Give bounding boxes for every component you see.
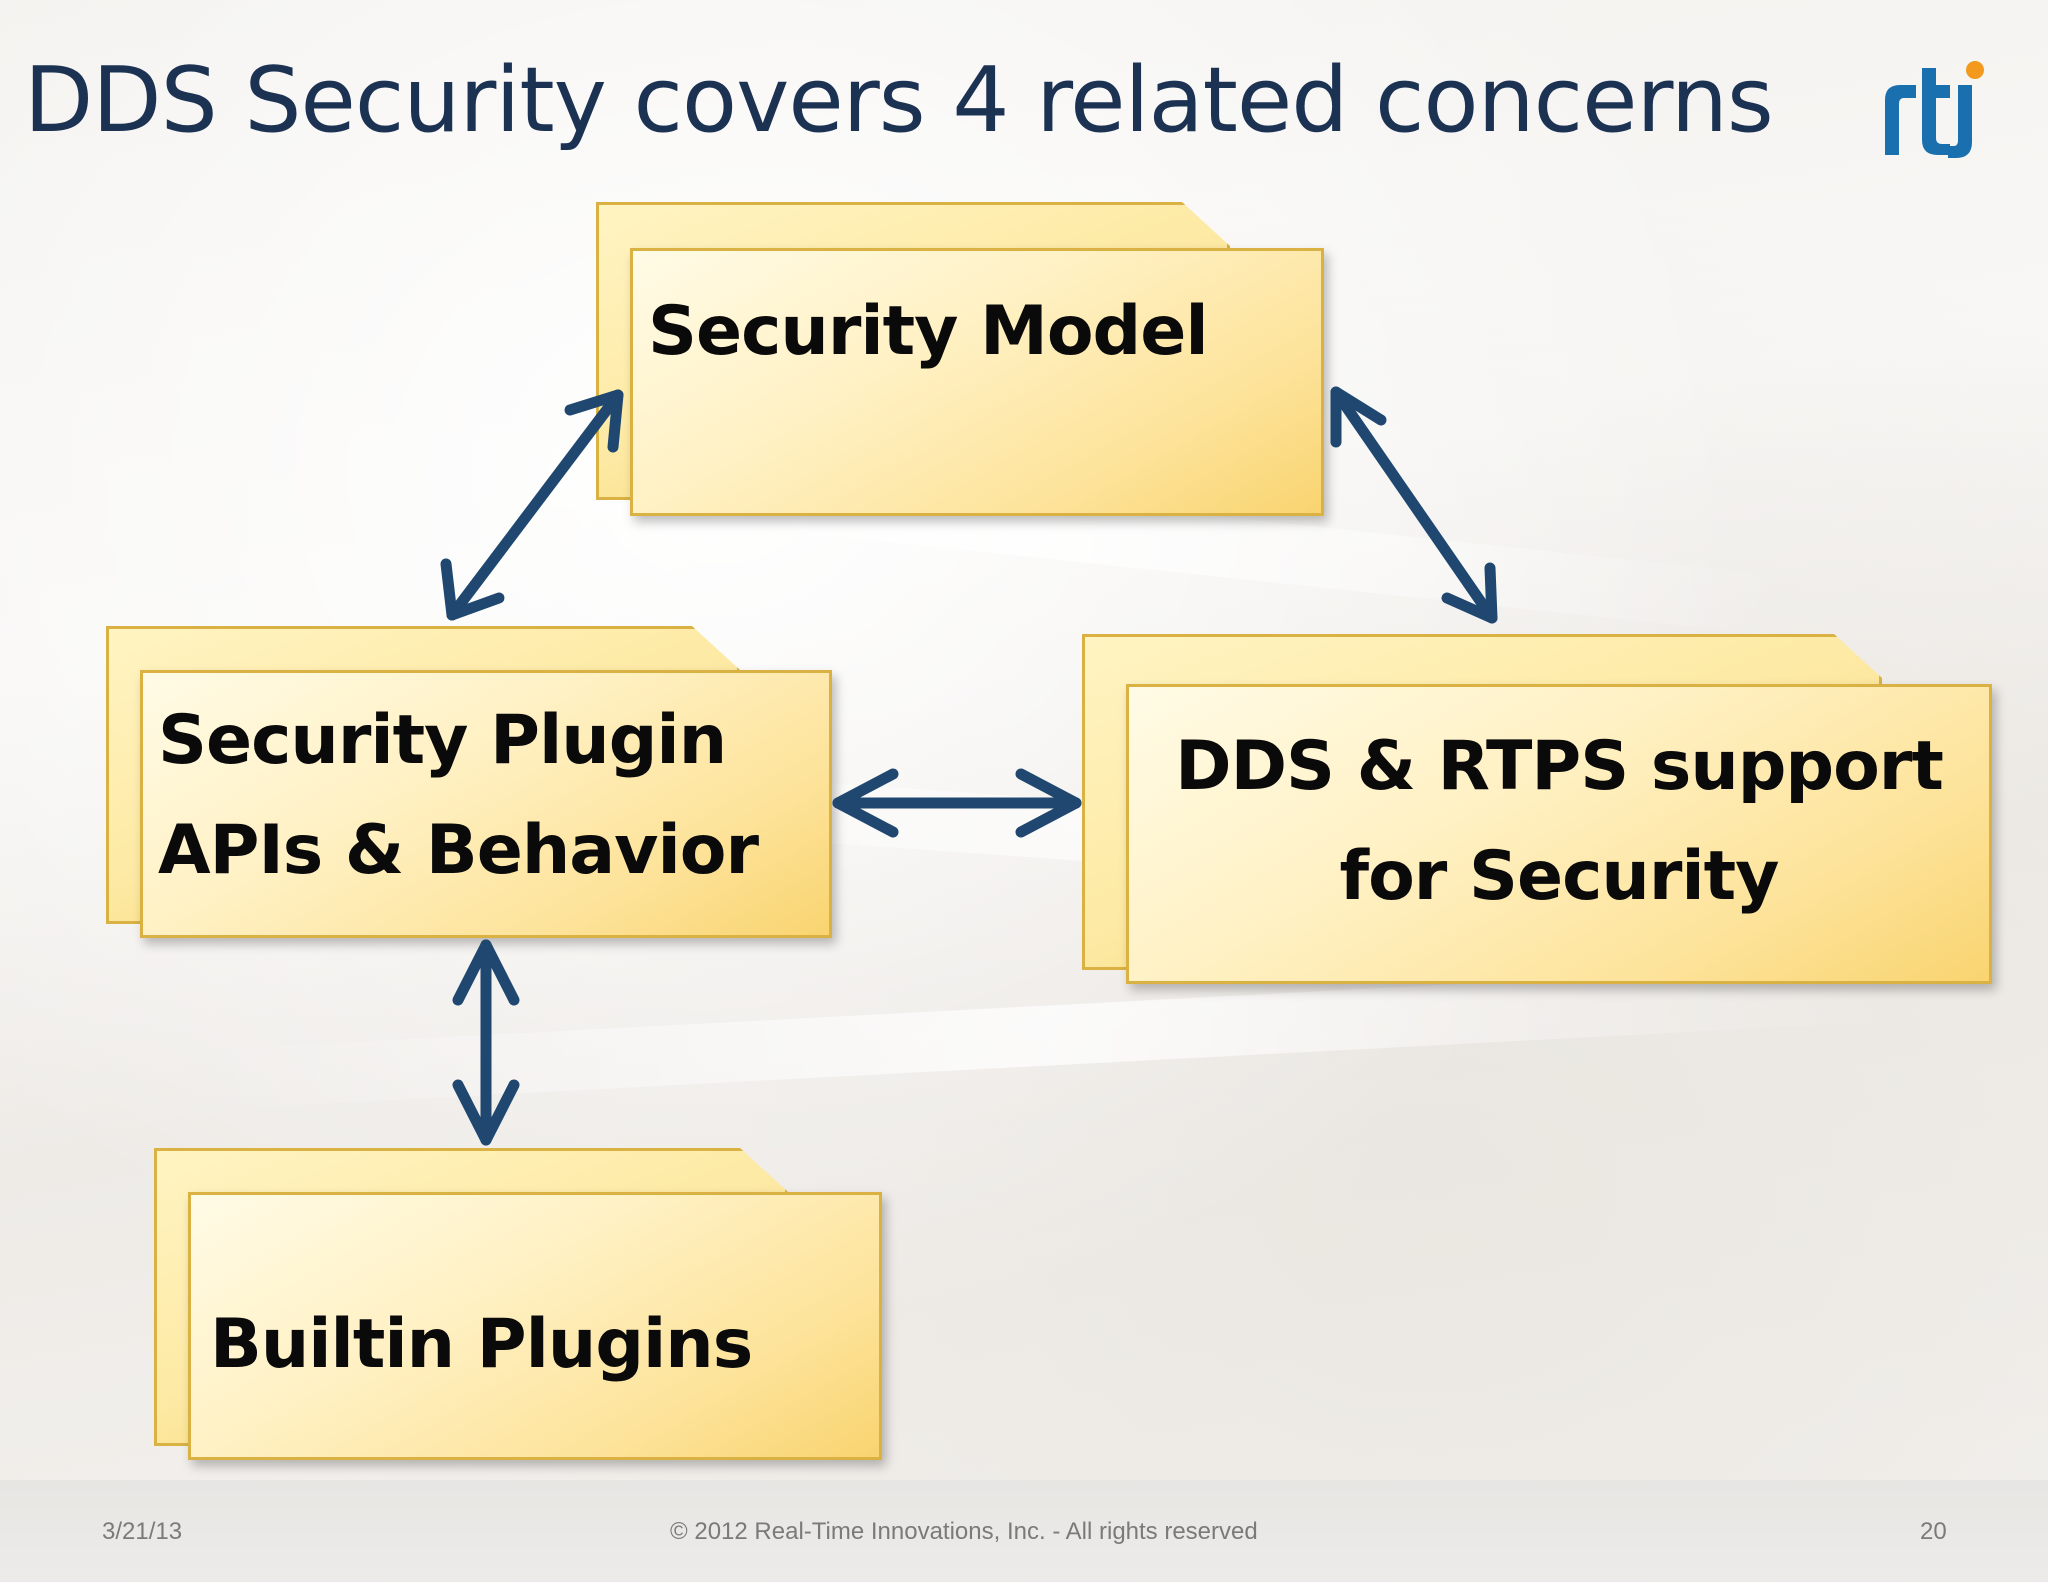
slide-title: DDS Security covers 4 related concerns bbox=[24, 48, 1774, 153]
security-plugin-box: Security Plugin APIs & Behavior bbox=[106, 626, 832, 938]
security-model-box: Security Model bbox=[596, 202, 1326, 516]
builtin-plugins-box: Builtin Plugins bbox=[154, 1148, 882, 1460]
footer-date: 3/21/13 bbox=[102, 1518, 183, 1545]
folder-front bbox=[140, 670, 832, 938]
rti-logo bbox=[1885, 61, 1984, 158]
folder-front bbox=[630, 248, 1324, 516]
footer-copyright: © 2012 Real-Time Innovations, Inc. - All… bbox=[670, 1518, 1258, 1545]
dds-rtps-box: DDS & RTPS support for Security bbox=[1082, 634, 1992, 984]
folder-front bbox=[1126, 684, 1992, 984]
dds-rtps-label: DDS & RTPS support for Security bbox=[1175, 727, 1944, 916]
footer-page-number: 20 bbox=[1920, 1518, 1947, 1545]
security-plugin-label: Security Plugin APIs & Behavior bbox=[158, 701, 759, 890]
builtin-plugins-label: Builtin Plugins bbox=[210, 1305, 753, 1384]
slide-footer: 3/21/13 © 2012 Real-Time Innovations, In… bbox=[0, 1480, 2048, 1582]
security-model-label: Security Model bbox=[648, 292, 1209, 371]
folder-front bbox=[188, 1192, 882, 1460]
